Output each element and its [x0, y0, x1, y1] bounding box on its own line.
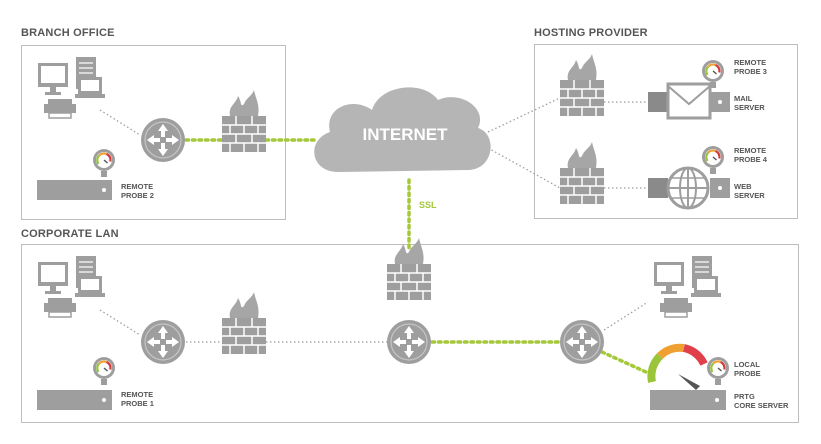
hosting-provider-title: HOSTING PROVIDER: [534, 27, 648, 39]
remote-probe-2-box: [37, 180, 112, 200]
remote-probe-1-gauge: [91, 355, 117, 387]
plain-links: [99, 97, 649, 343]
branch-office-title: BRANCH OFFICE: [21, 27, 115, 39]
remote-probe-4-gauge: [700, 144, 726, 176]
corporate-router-right: [559, 319, 605, 365]
branch-workstations: [37, 56, 106, 119]
mail-server: [648, 82, 730, 120]
hosting-firewall-bottom: [559, 141, 605, 205]
corporate-router-center: [386, 319, 432, 365]
hosting-firewall-top: [559, 53, 605, 117]
internet-label: INTERNET: [363, 125, 449, 144]
corporate-router-left: [140, 319, 186, 365]
corporate-workstations-right: [653, 255, 722, 318]
corporate-lan-title: CORPORATE LAN: [21, 228, 119, 240]
branch-firewall: [221, 89, 267, 153]
remote-probe-2-gauge: [91, 147, 117, 179]
web-server: [648, 166, 730, 210]
prtg-core-gauge: [647, 343, 708, 390]
corporate-firewall-mid: [221, 291, 267, 355]
ssl-label: SSL: [419, 200, 437, 210]
ssl-links: [184, 138, 648, 374]
internet-cloud: INTERNET: [314, 87, 491, 172]
local-probe-gauge: [705, 355, 731, 387]
corporate-workstations-left: [37, 255, 106, 318]
remote-probe-1-box: [37, 390, 112, 410]
branch-router: [140, 117, 186, 163]
prtg-core-server-box: [650, 390, 726, 410]
